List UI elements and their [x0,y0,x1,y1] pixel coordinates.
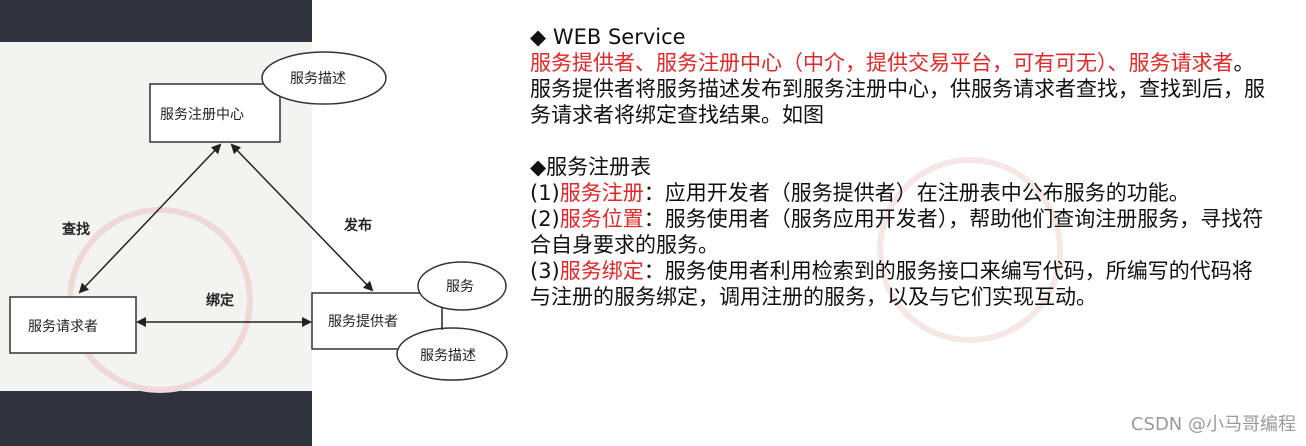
item-1-text: ：应用开发者（服务提供者）在注册表中公布服务的功能。 [643,181,1190,205]
item-1-prefix: (1) [530,181,560,205]
provider-label: 服务提供者 [328,314,398,330]
item-1: (1)服务注册：应用开发者（服务提供者）在注册表中公布服务的功能。 [530,180,1270,206]
roles-rest: 。服务提供者将服务描述发布到服务注册中心，供服务请求者查找，查找到后，服务请求者… [530,51,1265,127]
content-text: ◆ WEB Service 服务提供者、服务注册中心（中介，提供交易平台，可有可… [530,24,1270,310]
item-2-prefix: (2) [530,207,560,231]
roles-red: 服务提供者、服务注册中心（中介，提供交易平台，可有可无）、服务请求者 [530,51,1234,75]
publish-arrow [230,143,374,292]
item-2-text: ：服务使用者（服务应用开发者），帮助他们查询注册服务，寻找符合自身要求的服务。 [530,207,1264,257]
dark-band-bottom [0,391,312,446]
provider-service-label: 服务 [446,279,474,295]
heading-web-service: ◆ WEB Service [530,25,686,49]
web-service-diagram: 服务注册中心 服务描述 服务请求者 服务提供者 服务 服务描述 查找 发布 绑定 [9,51,508,381]
item-2: (2)服务位置：服务使用者（服务应用开发者），帮助他们查询注册服务，寻找符合自身… [530,206,1270,258]
registry-desc-ellipse [261,51,387,105]
item-3: (3)服务绑定：服务使用者利用检索到的服务接口来编写代码，所编写的代码将与注册的… [530,258,1270,310]
registry-heading: ◆服务注册表 [530,155,652,179]
publish-label: 发布 [343,217,372,234]
item-3-title: 服务绑定 [559,259,644,283]
dark-band-top [0,0,312,42]
item-3-text: ：服务使用者利用检索到的服务接口来编写代码，所编写的代码将与注册的服务绑定，调用… [530,259,1253,309]
provider-desc-label: 服务描述 [420,348,476,364]
registry-desc-label: 服务描述 [290,71,346,87]
item-1-title: 服务注册 [559,181,644,205]
requester-box [9,296,137,354]
provider-desc-ellipse [396,327,508,381]
find-label: 查找 [62,221,90,238]
find-arrow [78,143,222,294]
registry-box [149,83,281,143]
bind-label: 绑定 [206,292,234,309]
item-2-title: 服务位置 [559,207,644,231]
item-3-prefix: (3) [530,259,560,283]
provider-service-ellipse [417,261,507,311]
roles-paragraph: 服务提供者、服务注册中心（中介，提供交易平台，可有可无）、服务请求者。服务提供者… [530,50,1270,128]
csdn-watermark: CSDN @小马哥编程 [1130,414,1296,435]
requester-label: 服务请求者 [28,319,98,335]
registry-label: 服务注册中心 [160,107,244,123]
